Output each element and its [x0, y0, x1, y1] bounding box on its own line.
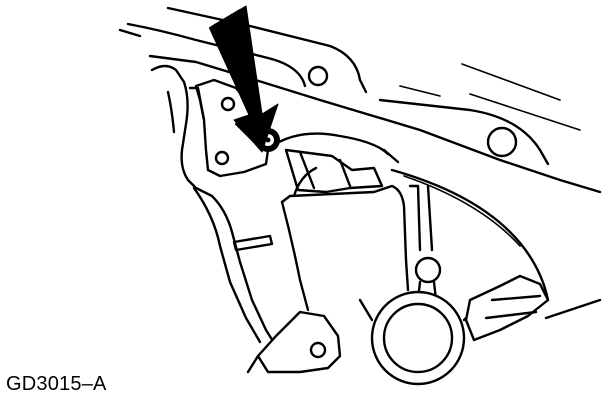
- pulley-eye: [358, 290, 482, 386]
- tensioner-arm: [270, 132, 410, 312]
- pointer-arrow-icon: [209, 5, 279, 153]
- housing-holes: [307, 65, 518, 158]
- belt-line: [390, 168, 550, 302]
- lower-left-bracket: [246, 310, 342, 374]
- figure-code: GD3015–A: [6, 373, 107, 395]
- upper-housing: [118, 6, 602, 194]
- rod-assembly: [408, 184, 442, 302]
- right-lower-bracket: [464, 274, 602, 342]
